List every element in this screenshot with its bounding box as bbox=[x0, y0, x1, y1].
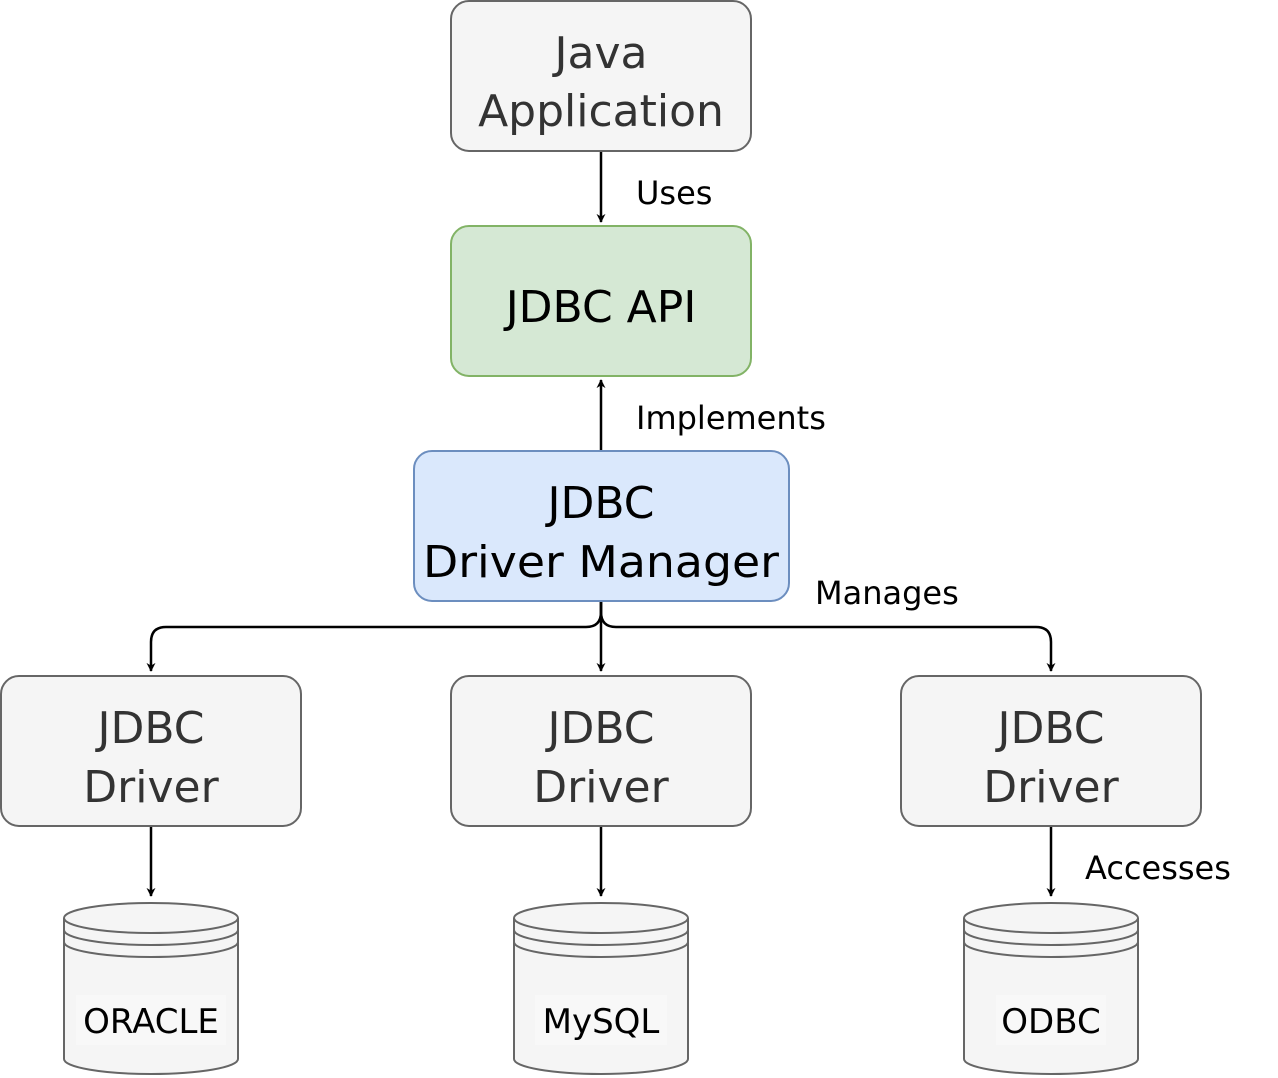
edge-label-implements: Implements bbox=[636, 399, 826, 437]
driver-manager-line2: Driver Manager bbox=[423, 537, 780, 588]
driver-manager-line1: JDBC bbox=[545, 478, 655, 529]
edge-label-uses: Uses bbox=[636, 174, 712, 212]
edge-label-accesses: Accesses bbox=[1085, 849, 1231, 887]
node-java-application: Java Application bbox=[450, 0, 752, 152]
database-label-oracle: ORACLE bbox=[83, 1002, 219, 1042]
database-label-odbc: ODBC bbox=[1001, 1002, 1100, 1042]
driver-line2: Driver bbox=[83, 762, 219, 813]
jdbc-api-label: JDBC API bbox=[503, 282, 697, 333]
database-mysql: MySQL bbox=[513, 902, 689, 1075]
node-jdbc-driver-mysql: JDBC Driver bbox=[450, 675, 752, 827]
java-application-line2: Application bbox=[478, 86, 724, 137]
edge-accesses bbox=[146, 826, 1056, 897]
driver-line2: Driver bbox=[533, 762, 669, 813]
driver-line2: Driver bbox=[983, 762, 1119, 813]
java-application-line1: Java bbox=[552, 28, 648, 79]
driver-line1: JDBC bbox=[545, 703, 655, 754]
driver-line1: JDBC bbox=[95, 703, 205, 754]
driver-line1: JDBC bbox=[995, 703, 1105, 754]
edge-label-manages: Manages bbox=[815, 574, 959, 612]
node-jdbc-driver-oracle: JDBC Driver bbox=[0, 675, 302, 827]
database-odbc: ODBC bbox=[963, 902, 1139, 1075]
database-oracle: ORACLE bbox=[63, 902, 239, 1075]
database-label-mysql: MySQL bbox=[543, 1002, 660, 1042]
node-jdbc-driver-manager: JDBC Driver Manager bbox=[413, 450, 790, 602]
edge-manages bbox=[146, 601, 1056, 672]
node-jdbc-driver-odbc: JDBC Driver bbox=[900, 675, 1202, 827]
node-jdbc-api: JDBC API bbox=[450, 225, 752, 377]
